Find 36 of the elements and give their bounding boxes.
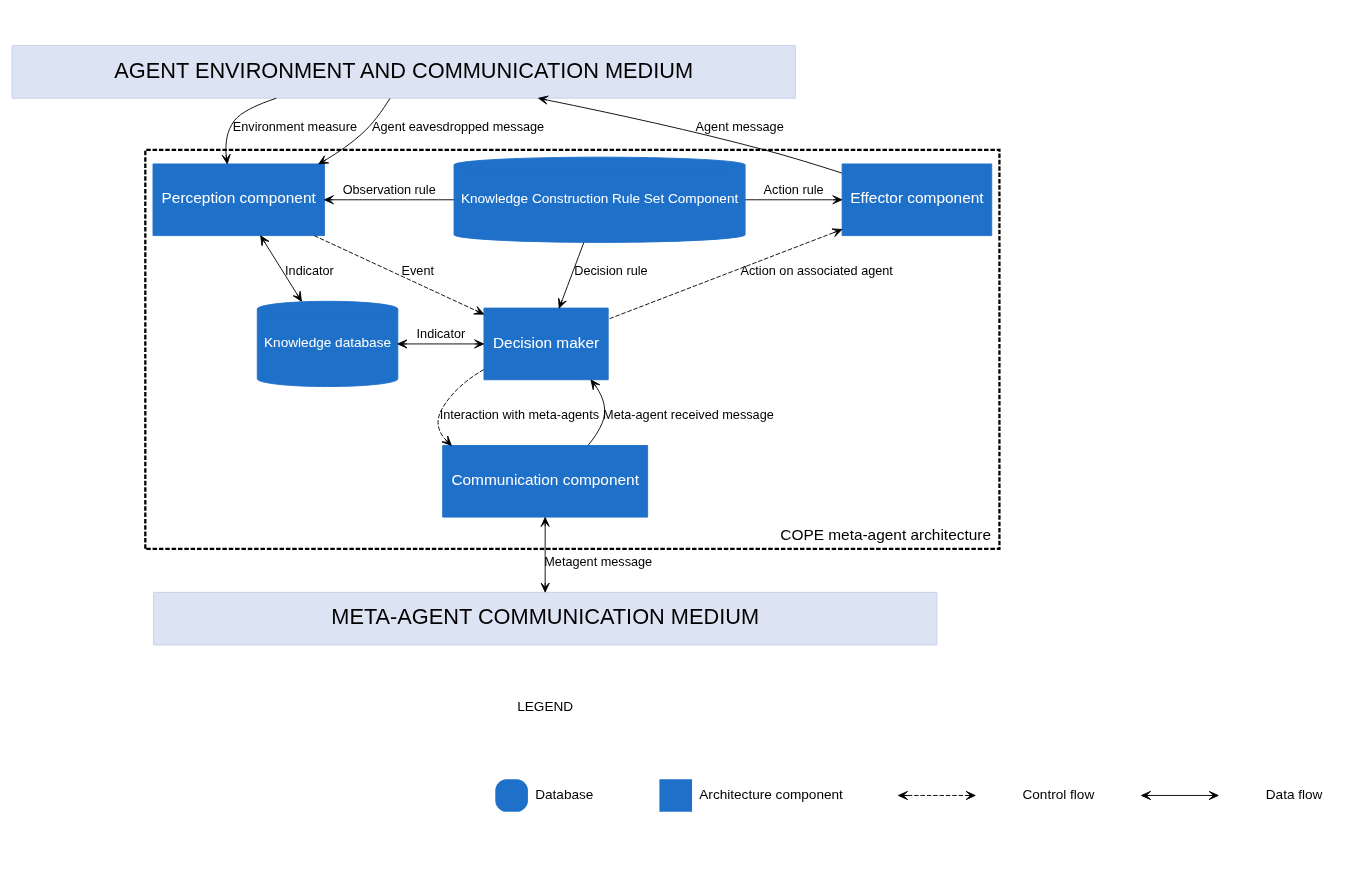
- edge-label: Action on associated agent: [740, 264, 893, 279]
- arrow: [221, 97, 277, 165]
- arrow: [558, 242, 585, 309]
- legend-label: Database: [535, 786, 594, 802]
- node-box: Decision maker: [483, 307, 609, 381]
- edge-label: Event: [401, 264, 434, 279]
- arrow: [324, 195, 455, 205]
- label: LEGEND: [517, 698, 574, 714]
- legend-label: Data flow: [1265, 786, 1323, 802]
- node-box: Perception component: [152, 163, 325, 237]
- node-box: Communication component: [442, 445, 649, 518]
- edge-label: Decision rule: [574, 264, 648, 279]
- arrow: [540, 517, 550, 593]
- node-box: META-AGENT COMMUNICATION MEDIUM: [153, 591, 938, 646]
- arrow: [397, 339, 485, 349]
- edge-label: Agent eavesdropped message: [372, 120, 545, 135]
- arrow: [313, 235, 485, 315]
- arrow: [587, 379, 606, 446]
- arrow: [538, 95, 843, 174]
- arrow: [607, 228, 843, 320]
- legend-label: Control flow: [1022, 786, 1095, 802]
- node-box: Effector component: [841, 163, 993, 237]
- edge-label: Agent message: [695, 120, 784, 135]
- edge-label: Action rule: [763, 182, 824, 197]
- edge-label: Indicator: [416, 326, 466, 341]
- arrow: [260, 235, 302, 302]
- node-box: AGENT ENVIRONMENT AND COMMUNICATION MEDIUM: [11, 45, 796, 99]
- arrow: [437, 369, 485, 446]
- legend-label: Architecture component: [699, 786, 843, 802]
- arrow: [318, 97, 391, 165]
- edge-label: Environment measure: [232, 120, 357, 135]
- edge-label: Meta-agent received message: [603, 408, 774, 423]
- arrow: [744, 195, 843, 205]
- edge-label: Observation rule: [342, 182, 436, 197]
- edge-label: Interaction with meta-agents: [439, 408, 600, 423]
- edge-label: Indicator: [285, 264, 334, 279]
